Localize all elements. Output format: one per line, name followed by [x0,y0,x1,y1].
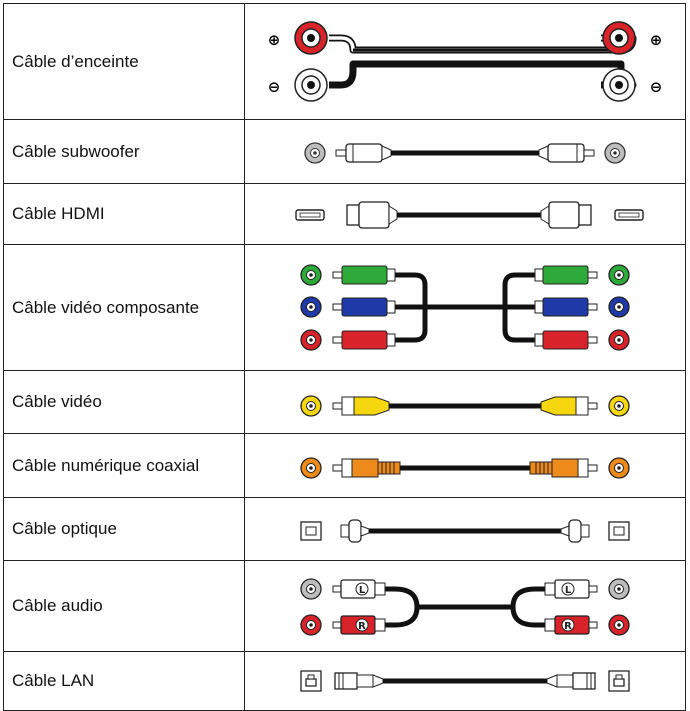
row-coaxial-cable: Câble numérique coaxial [3,433,686,498]
label-optical-cable: Câble optique [3,497,245,561]
right-channel-mark-right: R [564,621,572,632]
rca-jack-grey-right-icon [604,142,626,164]
label-speaker-cable: Câble d’enceinte [3,3,245,120]
pic-audio-cable: L L [244,560,686,652]
pic-hdmi-cable [244,183,686,245]
speaker-terminal-minus-right-icon: ⊖ [602,68,663,102]
rca-jack-blue-right-icon [608,296,630,318]
rca-plug-blue-left-icon [332,297,396,317]
hdmi-port-right-icon [614,209,644,221]
lan-plug-left-icon [334,672,384,690]
svg-text:⊕: ⊕ [650,31,663,49]
rca-jack-green-right-icon [608,264,630,286]
label-audio-cable: Câble audio [3,560,245,652]
rca-plug-red-left-icon [332,615,386,635]
optical-cable-illustration [300,519,630,543]
row-component-cable: Câble vidéo composante [3,244,686,371]
hdmi-plug-left-icon [346,201,398,229]
label-coaxial-cable: Câble numérique coaxial [3,433,245,498]
lan-cable-illustration [300,670,630,692]
optical-port-right-icon [608,521,630,541]
label-hdmi-cable: Câble HDMI [3,183,245,245]
pic-component-cable [244,244,686,371]
video-cable-illustration [300,395,630,417]
rca-plug-red-right-icon [544,615,598,635]
hdmi-plug-right-icon [540,201,592,229]
pic-speaker-cable: ⊕ ⊖ [244,3,686,120]
pic-subwoofer-cable [244,119,686,184]
rca-plug-white-left-icon [332,579,386,599]
pic-video-cable [244,370,686,434]
row-lan-cable: Câble LAN [3,651,686,711]
label-video-cable: Câble vidéo [3,370,245,434]
rca-plug-red-right-icon [534,330,598,350]
rca-plug-green-left-icon [332,265,396,285]
svg-text:⊕: ⊕ [268,31,281,49]
svg-text:⊖: ⊖ [650,78,663,96]
row-hdmi-cable: Câble HDMI [3,183,686,245]
rca-jack-orange-left-icon [300,457,322,479]
rca-plug-orange-right-icon [529,458,598,478]
left-channel-mark-left: L [359,585,366,596]
rca-plug-yellow-left-icon [332,396,390,416]
rca-jack-white-right-icon [608,578,630,600]
left-channel-mark-right: L [565,585,572,596]
lan-port-left-icon [300,670,322,692]
rca-plug-blue-right-icon [534,297,598,317]
rca-jack-red-left-icon [300,614,322,636]
optical-plug-right-icon [560,519,590,543]
rca-plug-yellow-right-icon [540,396,598,416]
row-speaker-cable: Câble d’enceinte ⊕ ⊖ [3,3,686,120]
rca-plug-white-left-icon [335,143,392,163]
rca-jack-blue-left-icon [300,296,322,318]
rca-plug-green-right-icon [534,265,598,285]
rca-jack-red-right-icon [608,614,630,636]
pic-coaxial-cable [244,433,686,498]
lan-port-right-icon [608,670,630,692]
pic-lan-cable [244,651,686,711]
rca-plug-orange-left-icon [332,458,401,478]
row-video-cable: Câble vidéo [3,370,686,434]
coaxial-cable-illustration [300,457,630,479]
speaker-terminal-minus-left-icon: ⊖ [268,68,328,102]
rca-jack-red-left-icon [300,329,322,351]
row-audio-cable: Câble audio L [3,560,686,652]
rca-plug-white-right-icon [544,579,598,599]
hdmi-cable-illustration [295,201,644,229]
rca-jack-orange-right-icon [608,457,630,479]
row-optical-cable: Câble optique [3,497,686,561]
pic-optical-cable [244,497,686,561]
rca-plug-white-right-icon [538,143,595,163]
row-subwoofer-cable: Câble subwoofer [3,119,686,184]
lan-plug-right-icon [546,672,596,690]
hdmi-port-left-icon [295,209,325,221]
speaker-cable-illustration: ⊕ ⊖ [268,21,663,102]
audio-cable-illustration: L L [300,578,630,636]
optical-plug-left-icon [340,519,370,543]
speaker-wire-plus [329,34,637,54]
rca-jack-grey-left-icon [304,142,326,164]
speaker-terminal-plus-left-icon: ⊕ [268,21,328,55]
rca-jack-yellow-right-icon [608,395,630,417]
label-subwoofer-cable: Câble subwoofer [3,119,245,184]
rca-plug-red-left-icon [332,330,396,350]
subwoofer-cable-illustration [304,142,626,164]
rca-jack-red-right-icon [608,329,630,351]
rca-jack-yellow-left-icon [300,395,322,417]
speaker-terminal-plus-right-icon: ⊕ [602,21,663,55]
right-channel-mark-left: R [358,621,366,632]
component-cable-illustration [300,264,630,351]
svg-text:⊖: ⊖ [268,78,281,96]
label-lan-cable: Câble LAN [3,651,245,711]
rca-jack-white-left-icon [300,578,322,600]
cable-table: Câble d’enceinte ⊕ ⊖ [3,3,686,711]
rca-jack-green-left-icon [300,264,322,286]
optical-port-left-icon [300,521,322,541]
label-component-cable: Câble vidéo composante [3,244,245,371]
